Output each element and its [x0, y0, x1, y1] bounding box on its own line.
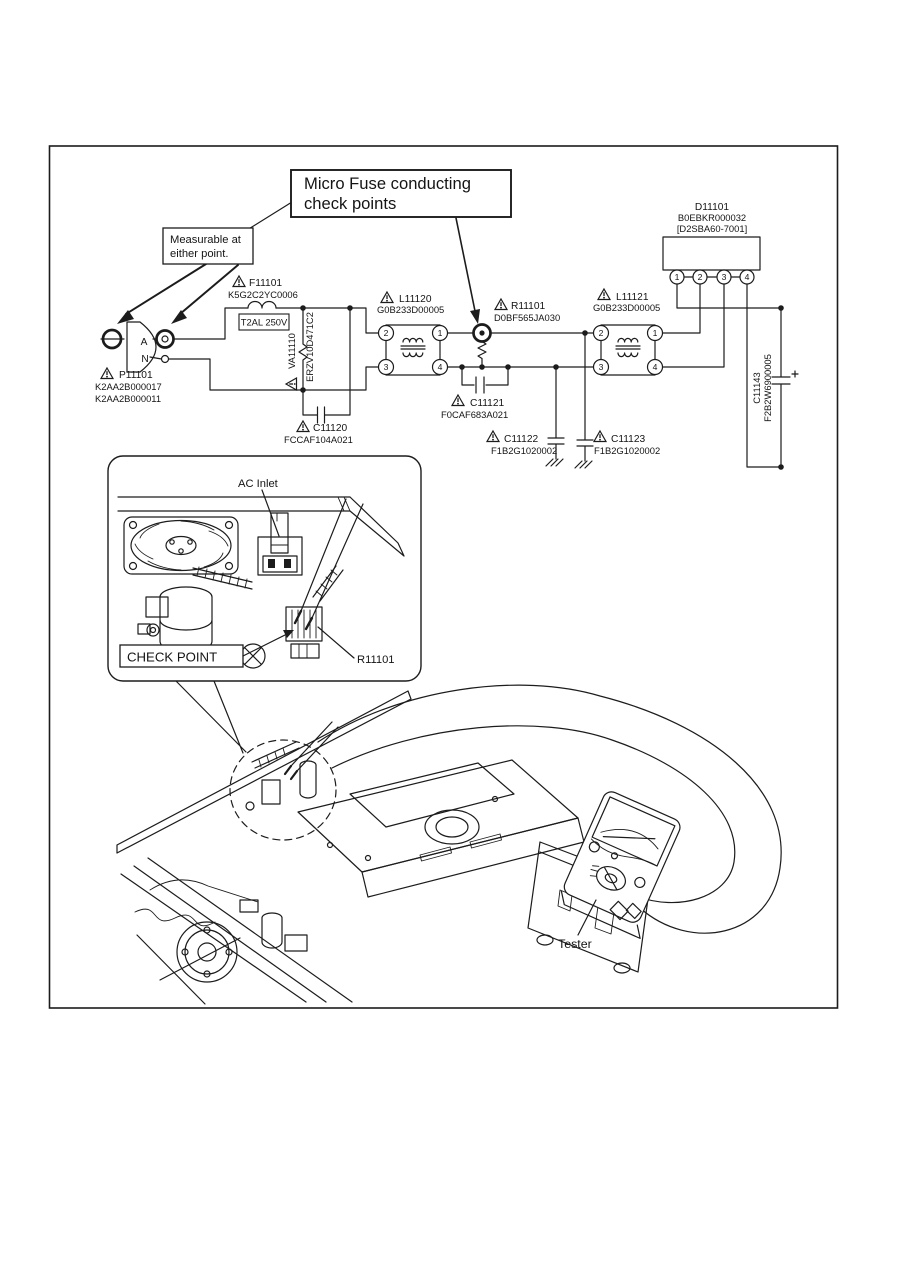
p11101-part2: K2AA2B000011 — [95, 393, 161, 404]
component-d11101: D11101 B0EBKR000032 [D2SBA60-7001] 1 2 3… — [662, 202, 761, 285]
highlight-circle — [229, 739, 337, 841]
warning-icon — [593, 430, 607, 443]
chassis-illustration — [116, 684, 782, 1005]
warning-icon — [285, 377, 298, 391]
c11122-ref: C11122 — [504, 434, 539, 445]
component-l11120: L11120 G0B233D00005 2 1 3 4 — [377, 291, 449, 376]
pin-a-label: A — [141, 337, 148, 348]
inset-drawing — [117, 496, 405, 669]
measurable-callout: Measurable at either point. — [162, 227, 254, 265]
check-point-markers — [100, 323, 492, 364]
micro-fuse-callout-line1: Micro Fuse conducting — [304, 174, 471, 193]
pin-number: 1 — [675, 272, 680, 282]
fuse-rating: T2AL 250V — [241, 317, 288, 328]
ac-inlet-label: AC Inlet — [238, 478, 279, 490]
tester-label: Tester — [558, 937, 592, 951]
micro-fuse-callout: Micro Fuse conducting check points — [290, 169, 512, 218]
pin-number: 4 — [438, 362, 443, 372]
warning-icon — [380, 291, 394, 304]
va11110-ref: VA11110 — [286, 333, 297, 369]
probe-cable — [317, 684, 782, 934]
warning-icon — [100, 367, 114, 380]
pin-number: 3 — [384, 362, 389, 372]
ground-icon — [545, 458, 564, 467]
component-r11101: R11101 D0BF565JA030 — [494, 298, 560, 323]
check-point-label: CHECK POINT — [127, 650, 217, 665]
pin-number: 3 — [599, 362, 604, 372]
probe-cable — [331, 725, 736, 904]
measurable-callout-line2: either point. — [170, 248, 228, 260]
meter-window — [591, 796, 676, 867]
tester-body — [563, 791, 681, 923]
measurable-callout-line1: Measurable at — [170, 234, 242, 246]
transformer-icon — [400, 337, 426, 358]
component-c11122: C11122 F1B2G1020002 — [486, 430, 557, 456]
schematic-wiring — [126, 283, 799, 470]
f11101-part: K5G2C2YC0006 — [228, 289, 298, 300]
callout-leaders — [117, 201, 480, 324]
l11121-ref: L11121 — [616, 292, 649, 303]
l11121-part: G0B233D00005 — [593, 302, 660, 313]
pin-number: 1 — [653, 328, 658, 338]
c11120-part: FCCAF104A021 — [284, 434, 353, 445]
pin-number: 4 — [745, 272, 750, 282]
transformer-icon — [615, 337, 641, 358]
d11101-alt: [D2SBA60-7001] — [677, 223, 747, 234]
c11120-ref: C11120 — [313, 423, 348, 434]
component-p11101: A N P11101 K2AA2B000017 K2AA2B000011 — [95, 337, 162, 404]
r11101-part: D0BF565JA030 — [494, 312, 560, 323]
c11123-ref: C11123 — [611, 434, 646, 445]
warning-icon — [486, 430, 500, 443]
f11101-ref: F11101 — [249, 278, 282, 289]
c11143-part: F2B2W6900005 — [762, 354, 773, 422]
pin-number: 2 — [698, 272, 703, 282]
c11121-ref: C11121 — [470, 398, 505, 409]
pin-number: 4 — [653, 362, 658, 372]
range-knob — [595, 865, 627, 891]
c11122-part: F1B2G1020002 — [491, 445, 557, 456]
warning-icon — [296, 420, 310, 433]
va11110-part: ERZV10D471C2 — [304, 312, 315, 382]
component-l11121: L11121 G0B233D00005 2 1 3 4 — [592, 288, 664, 376]
c11143-ref: C11143 — [751, 372, 762, 403]
check-point-connector-icon — [285, 606, 323, 659]
warning-icon — [494, 298, 508, 311]
component-va11110: VA11110 ERZV10D471C2 — [285, 312, 315, 391]
micro-fuse-callout-line2: check points — [304, 194, 396, 213]
pin-number: 3 — [722, 272, 727, 282]
r11101-ref: R11101 — [511, 301, 546, 312]
ac-inlet-inset: AC Inlet CHECK POINT R11101 — [107, 455, 422, 754]
figure-frame — [48, 145, 839, 1009]
d11101-ref: D11101 — [695, 202, 730, 213]
l11120-part: G0B233D00005 — [377, 304, 444, 315]
tester-illustration: Tester — [558, 791, 681, 951]
warning-icon — [451, 394, 465, 407]
component-c11143: C11143 F2B2W6900005 — [751, 354, 773, 422]
warning-icon — [232, 275, 246, 288]
component-c11123: C11123 F1B2G1020002 — [593, 430, 660, 456]
p11101-part1: K2AA2B000017 — [95, 381, 162, 392]
inset-r11101-label: R11101 — [357, 654, 395, 666]
p11101-ref: P11101 — [119, 370, 153, 381]
l11120-ref: L11120 — [399, 294, 432, 305]
d11101-part: B0EBKR000032 — [678, 212, 746, 223]
c11123-part: F1B2G1020002 — [594, 445, 660, 456]
component-c11121: C11121 F0CAF683A021 — [441, 394, 508, 420]
ac-inlet-part-icon — [257, 512, 303, 576]
fan-icon — [123, 516, 239, 575]
warning-icon — [597, 288, 611, 301]
component-c11120: C11120 FCCAF104A021 — [284, 420, 353, 445]
pin-number: 2 — [384, 328, 389, 338]
pin-number: 1 — [438, 328, 443, 338]
pin-n-label: N — [141, 354, 148, 365]
check-point-callout: CHECK POINT — [119, 630, 294, 668]
ground-icon — [574, 460, 593, 469]
c11121-part: F0CAF683A021 — [441, 409, 508, 420]
pin-number: 2 — [599, 328, 604, 338]
component-f11101: F11101 K5G2C2YC0006 T2AL 250V — [228, 275, 298, 331]
